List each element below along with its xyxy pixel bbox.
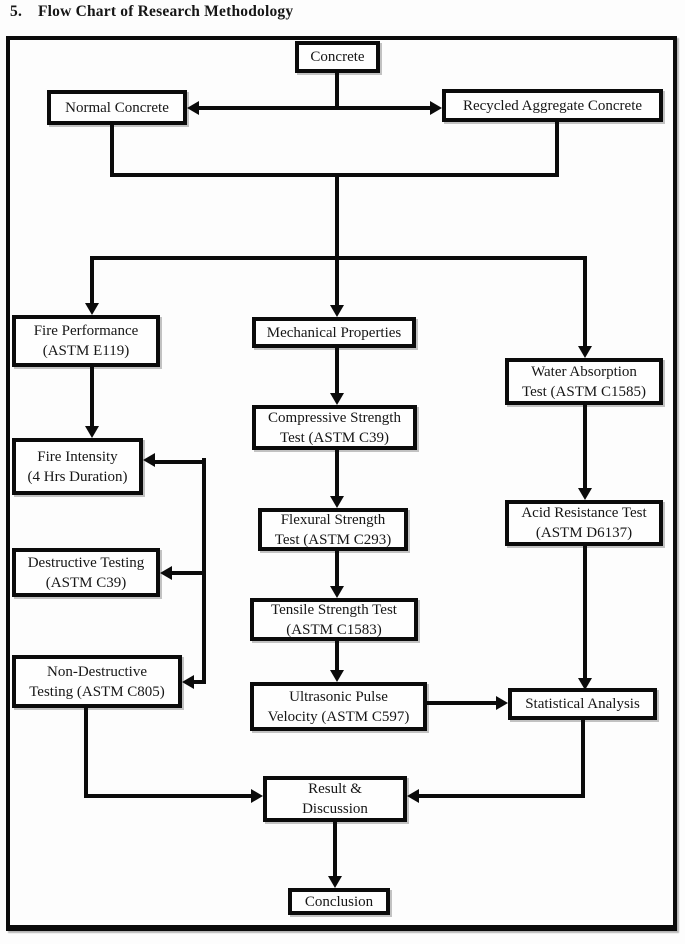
arrowhead-into-fire-intensity-top xyxy=(85,426,99,438)
arrowhead-into-statistical-top xyxy=(578,678,592,690)
edge-line-fireperf-to-intensity xyxy=(90,367,94,427)
arrowhead-into-nondestructive xyxy=(182,675,194,689)
edge-line-top-split xyxy=(197,106,433,110)
arrowhead-into-ultrasonic xyxy=(330,670,344,682)
arrowhead-into-statistical-side xyxy=(496,696,508,710)
edge-line-to-fire-performance xyxy=(90,256,94,304)
node-fire-intensity: Fire Intensity (4 Hrs Duration) xyxy=(12,438,143,495)
node-fire-performance: Fire Performance (ASTM E119) xyxy=(12,315,160,367)
node-statistical-analysis: Statistical Analysis xyxy=(508,688,657,720)
arrowhead-into-recycled-concrete xyxy=(430,101,442,115)
edge-line-mid-stem xyxy=(335,173,339,260)
edge-line-water-to-acid xyxy=(583,405,587,489)
edge-line-nondestructive-drop xyxy=(84,708,88,798)
flowchart-frame xyxy=(6,36,677,931)
edge-line-spine-to-fire-intensity xyxy=(155,460,206,464)
edge-line-statistical-drop xyxy=(581,720,585,798)
edge-line-acid-to-statistical xyxy=(583,546,587,679)
arrowhead-into-water-absorption xyxy=(578,346,592,358)
figure-title-text: Flow Chart of Research Methodology xyxy=(38,3,294,20)
edge-line-result-to-conclusion xyxy=(333,822,337,877)
edge-line-ultrasonic-to-statistical xyxy=(427,701,498,705)
edge-line-mech-to-compressive xyxy=(335,348,339,394)
edge-line-recycled-stem xyxy=(555,122,559,177)
edge-line-to-mechanical xyxy=(335,256,339,306)
node-acid-resistance-test: Acid Resistance Test (ASTM D6137) xyxy=(505,500,663,546)
edge-line-flex-to-tensile xyxy=(335,551,339,587)
node-recycled-aggregate-concrete: Recycled Aggregate Concrete xyxy=(442,89,663,122)
arrowhead-into-result-left xyxy=(251,789,263,803)
arrowhead-into-destructive xyxy=(160,566,172,580)
arrowhead-into-normal-concrete xyxy=(187,101,199,115)
node-ultrasonic-pulse-velocity: Ultrasonic Pulse Velocity (ASTM C597) xyxy=(250,682,427,731)
edge-line-comp-to-flexural xyxy=(335,450,339,497)
arrowhead-into-conclusion xyxy=(328,876,342,888)
arrowhead-into-flexural xyxy=(330,496,344,508)
node-destructive-testing: Destructive Testing (ASTM C39) xyxy=(12,548,160,597)
edge-line-left-to-result xyxy=(84,794,251,798)
node-water-absorption-test: Water Absorption Test (ASTM C1585) xyxy=(505,358,663,405)
figure-title: 5. Flow Chart of Research Methodology xyxy=(10,3,293,21)
figure-number: 5. xyxy=(10,3,23,20)
edge-line-merge-bar xyxy=(110,173,559,177)
node-concrete: Concrete xyxy=(295,41,380,73)
edge-line-concrete-stem xyxy=(335,73,339,110)
node-tensile-strength-test: Tensile Strength Test (ASTM C1583) xyxy=(250,598,418,641)
arrowhead-into-fire-performance xyxy=(85,303,99,315)
node-mechanical-properties: Mechanical Properties xyxy=(252,317,416,348)
edge-line-spine-to-destructive xyxy=(172,571,206,575)
edge-line-normal-stem xyxy=(110,125,114,177)
arrowhead-into-compressive xyxy=(330,393,344,405)
node-normal-concrete: Normal Concrete xyxy=(47,90,187,125)
node-result-discussion: Result & Discussion xyxy=(263,776,407,822)
edge-line-right-to-result xyxy=(419,794,583,798)
edge-line-distributor-bar xyxy=(90,256,587,260)
edge-line-tensile-to-ultrasonic xyxy=(335,641,339,671)
arrowhead-into-tensile xyxy=(330,586,344,598)
edge-line-to-water-absorption xyxy=(583,256,587,347)
arrowhead-into-mechanical xyxy=(330,305,344,317)
arrowhead-into-fire-intensity-side xyxy=(143,453,155,467)
node-flexural-strength-test: Flexural Strength Test (ASTM C293) xyxy=(258,508,408,551)
arrowhead-into-acid-resistance xyxy=(578,488,592,500)
node-compressive-strength-test: Compressive Strength Test (ASTM C39) xyxy=(252,405,417,450)
node-conclusion: Conclusion xyxy=(288,888,390,915)
node-non-destructive-testing: Non-Destructive Testing (ASTM C805) xyxy=(12,655,182,708)
arrowhead-into-result-right xyxy=(407,789,419,803)
edge-line-spine-to-nondestructive xyxy=(194,680,206,684)
